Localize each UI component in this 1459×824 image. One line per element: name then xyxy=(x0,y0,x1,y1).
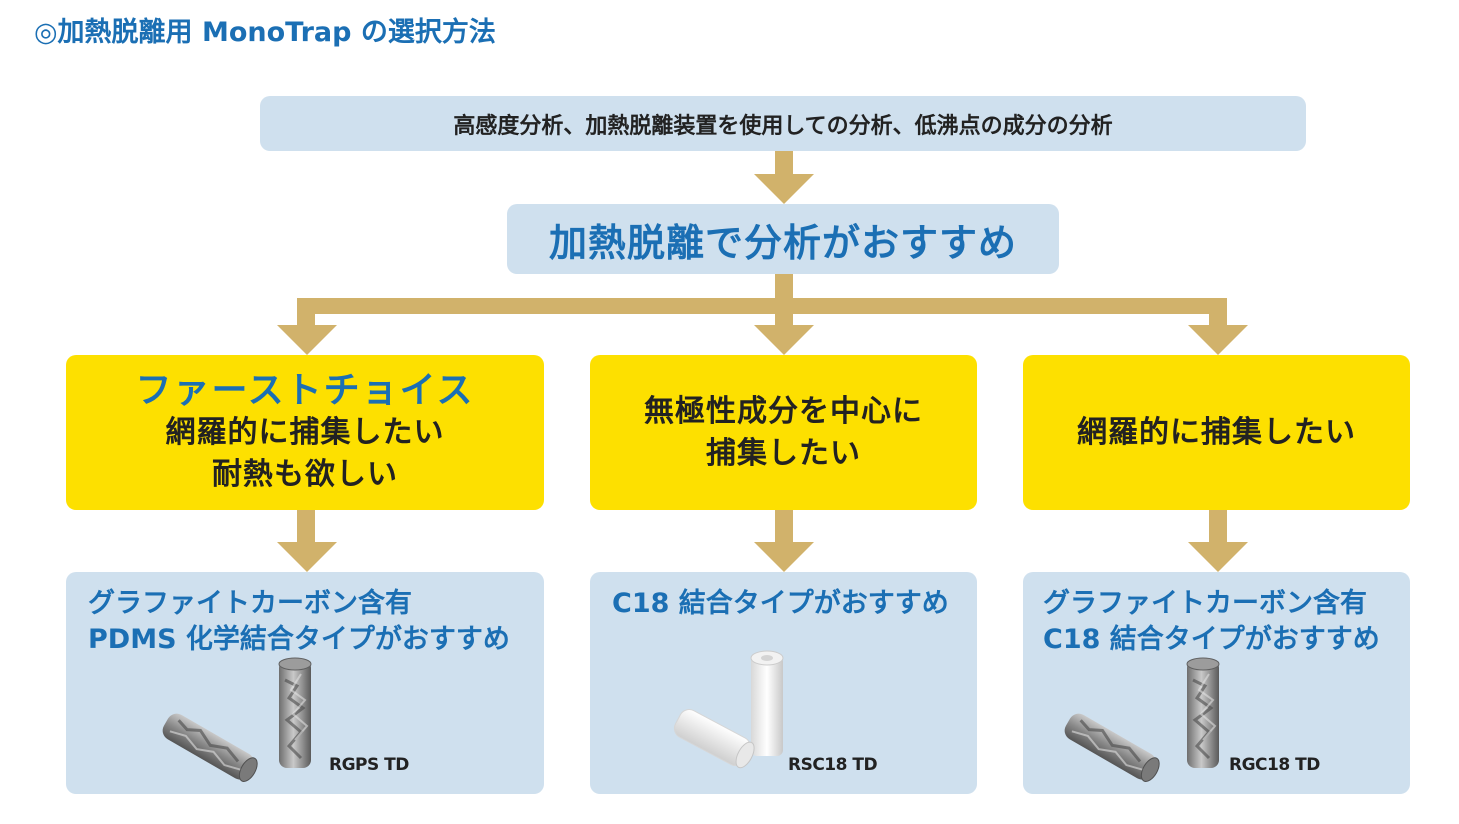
connector-stem-center-result xyxy=(775,510,793,543)
product-label: RSC18 TD xyxy=(788,755,878,775)
connector-stem-left-result xyxy=(297,510,315,543)
condition-line: 捕集したい xyxy=(706,435,861,471)
arrow-down-right-result xyxy=(1188,542,1248,572)
connector-drop-right xyxy=(1209,298,1227,326)
connector-horizontal-branch xyxy=(297,298,1227,314)
first-choice-label: ファーストチョイス xyxy=(135,369,475,411)
condition-box-nonpolar: 無極性成分を中心に 捕集したい xyxy=(590,355,977,510)
product-label: RGC18 TD xyxy=(1229,755,1320,775)
page-title: ◎加熱脱離用 MonoTrap の選択方法 xyxy=(34,17,496,48)
connector-stem-right-result xyxy=(1209,510,1227,543)
result-box-rgps: グラファイトカーボン含有 PDMS 化学結合タイプがおすすめ xyxy=(66,572,544,794)
result-line: グラファイトカーボン含有 xyxy=(1043,588,1367,619)
arrow-down-center-result xyxy=(754,542,814,572)
result-line: C18 結合タイプがおすすめ xyxy=(612,588,949,619)
product-label: RGPS TD xyxy=(329,755,409,775)
analysis-context-text: 高感度分析、加熱脱離装置を使用しての分析、低沸点の成分の分析 xyxy=(453,113,1113,139)
connector-stem-top xyxy=(775,151,793,175)
result-line: C18 結合タイプがおすすめ xyxy=(1043,624,1380,655)
arrow-down-center xyxy=(754,325,814,355)
condition-line: 網羅的に捕集したい xyxy=(1077,414,1356,450)
result-box-rgc18: グラファイトカーボン含有 C18 結合タイプがおすすめ xyxy=(1023,572,1410,794)
result-box-rsc18: C18 結合タイプがおすすめ RSC18 TD xyxy=(590,572,977,794)
arrow-down-left-result xyxy=(277,542,337,572)
graphite-rods-image xyxy=(162,657,312,782)
result-line: PDMS 化学結合タイプがおすすめ xyxy=(88,624,510,655)
condition-line: 耐熱も欲しい xyxy=(212,456,398,492)
condition-line: 無極性成分を中心に xyxy=(644,393,923,429)
recommendation-text: 加熱脱離で分析がおすすめ xyxy=(548,220,1017,265)
connector-drop-center xyxy=(775,298,793,326)
arrow-down-left xyxy=(277,325,337,355)
condition-line: 網羅的に捕集したい xyxy=(165,414,445,450)
recommendation-box: 加熱脱離で分析がおすすめ xyxy=(507,204,1059,274)
graphite-rods-image xyxy=(1064,657,1220,782)
result-line: グラファイトカーボン含有 xyxy=(88,588,412,619)
connector-drop-left xyxy=(297,298,315,326)
arrow-down-top xyxy=(754,174,814,204)
analysis-context-box: 高感度分析、加熱脱離装置を使用しての分析、低沸点の成分の分析 xyxy=(260,96,1306,151)
condition-box-first-choice: ファーストチョイス 網羅的に捕集したい 耐熱も欲しい xyxy=(66,355,544,510)
condition-box-comprehensive: 網羅的に捕集したい xyxy=(1023,355,1410,510)
connector-stem-branch xyxy=(775,274,793,302)
arrow-down-right xyxy=(1188,325,1248,355)
white-rods-image xyxy=(673,650,784,769)
